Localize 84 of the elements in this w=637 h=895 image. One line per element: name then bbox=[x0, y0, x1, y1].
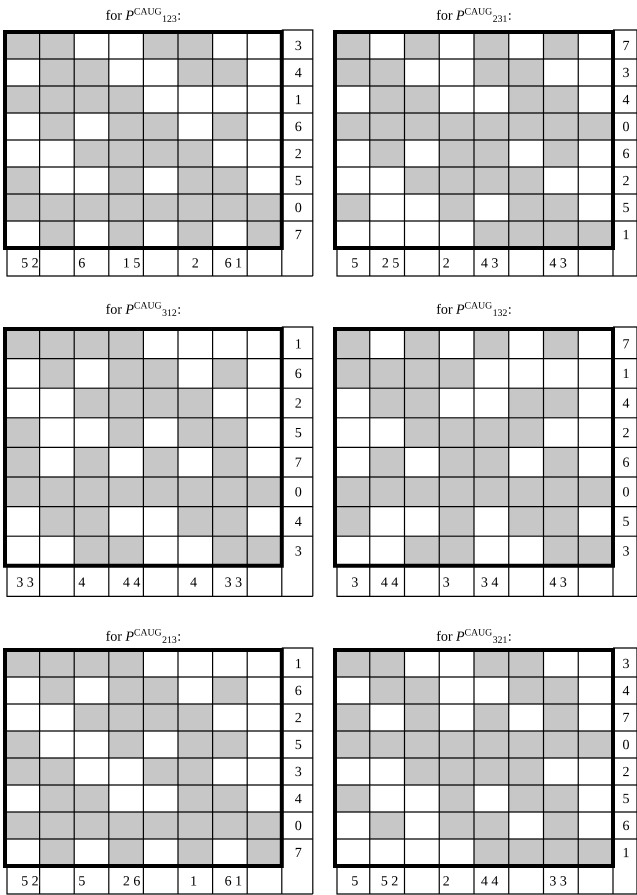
row-number: 6 bbox=[623, 820, 630, 830]
row-number: 4 bbox=[295, 794, 302, 804]
column-number: 4 4 bbox=[380, 576, 399, 588]
row-number: 0 bbox=[295, 487, 302, 496]
row-number: 3 bbox=[295, 546, 302, 556]
row-number: 7 bbox=[296, 230, 302, 240]
column-number: 5 2 bbox=[20, 876, 40, 886]
column-number: 5 bbox=[350, 258, 359, 268]
row-number: 1 bbox=[624, 368, 629, 378]
column-number: 4 bbox=[190, 576, 198, 588]
column-number: 2 5 bbox=[381, 258, 400, 268]
row-number: 3 bbox=[295, 40, 302, 50]
panel-title: for P$^{CAUG}$$_{312}$: bbox=[106, 302, 180, 316]
row-number: 5 bbox=[296, 428, 302, 438]
column-number: 3 3 bbox=[548, 876, 568, 886]
row-number: 0 bbox=[623, 487, 629, 496]
row-number: 4 bbox=[295, 516, 302, 526]
panel-title: for P$^{CAUG}$$_{213}$: bbox=[106, 629, 180, 643]
column-number: 5 bbox=[350, 876, 359, 886]
row-number: 3 bbox=[623, 546, 629, 556]
column-number: 2 bbox=[191, 258, 200, 268]
row-number: 2 bbox=[623, 766, 629, 776]
row-number: 2 bbox=[295, 398, 302, 408]
column-number: 3 3 bbox=[224, 576, 243, 588]
row-number: 1 bbox=[296, 339, 301, 348]
row-number: 5 bbox=[296, 176, 302, 186]
row-number: 6 bbox=[623, 148, 630, 158]
panel-title: for P$^{CAUG}$$_{321}$: bbox=[436, 629, 511, 643]
panel-title: for P$^{CAUG}$$_{123}$: bbox=[106, 8, 180, 22]
row-number: 4 bbox=[622, 686, 630, 696]
row-number: 7 bbox=[296, 458, 302, 467]
row-number: 0 bbox=[295, 820, 302, 830]
row-number: 5 bbox=[623, 202, 629, 212]
column-number: 1 5 bbox=[122, 258, 141, 268]
column-number: 5 2 bbox=[380, 876, 399, 886]
row-number: 1 bbox=[296, 658, 301, 668]
column-number: 6 1 bbox=[224, 876, 243, 886]
column-number: 2 bbox=[442, 876, 450, 886]
column-number: 4 4 bbox=[122, 576, 141, 588]
column-number: 5 2 bbox=[20, 258, 40, 268]
column-number: 4 3 bbox=[548, 576, 568, 588]
row-number: 4 bbox=[295, 68, 302, 78]
column-number: 4 3 bbox=[480, 258, 499, 268]
row-number: 3 bbox=[295, 766, 302, 776]
panel-title: for P$^{CAUG}$$_{132}$: bbox=[436, 302, 511, 316]
column-number: 5 bbox=[78, 876, 86, 886]
row-number: 7 bbox=[296, 848, 302, 858]
column-number: 4 bbox=[78, 576, 86, 588]
row-number: 4 bbox=[622, 398, 630, 408]
column-number: 2 bbox=[442, 258, 450, 268]
row-number: 7 bbox=[623, 712, 630, 722]
column-number: 3 bbox=[442, 576, 450, 588]
row-number: 6 bbox=[295, 686, 302, 696]
row-number: 7 bbox=[623, 339, 630, 348]
row-number: 6 bbox=[623, 458, 630, 467]
row-number: 5 bbox=[296, 740, 302, 750]
panel-title: for P$^{CAUG}$$_{231}$: bbox=[436, 8, 511, 22]
row-number: 5 bbox=[623, 794, 629, 804]
row-number: 1 bbox=[296, 94, 301, 104]
row-number: 0 bbox=[295, 202, 302, 212]
row-number: 7 bbox=[623, 40, 630, 50]
row-number: 2 bbox=[295, 148, 302, 158]
row-number: 3 bbox=[623, 658, 629, 668]
row-number: 0 bbox=[623, 122, 629, 132]
column-number: 4 3 bbox=[548, 258, 568, 268]
row-number: 1 bbox=[624, 848, 629, 858]
column-number: 3 4 bbox=[480, 576, 499, 588]
column-number: 2 6 bbox=[122, 876, 141, 886]
row-number: 6 bbox=[295, 122, 302, 132]
row-number: 6 bbox=[295, 368, 302, 378]
column-number: 4 4 bbox=[480, 876, 499, 886]
row-number: 1 bbox=[624, 230, 629, 240]
column-number: 6 bbox=[78, 258, 86, 268]
row-number: 0 bbox=[623, 740, 629, 750]
row-number: 3 bbox=[623, 68, 629, 78]
column-number: 1 bbox=[190, 876, 198, 886]
row-number: 2 bbox=[623, 428, 629, 438]
row-number: 4 bbox=[622, 94, 630, 104]
row-number: 2 bbox=[295, 712, 302, 722]
row-number: 5 bbox=[623, 516, 629, 526]
column-number: 3 3 bbox=[16, 576, 34, 588]
row-number: 2 bbox=[623, 176, 629, 186]
column-number: 6 1 bbox=[224, 258, 243, 268]
column-number: 3 bbox=[350, 576, 359, 588]
